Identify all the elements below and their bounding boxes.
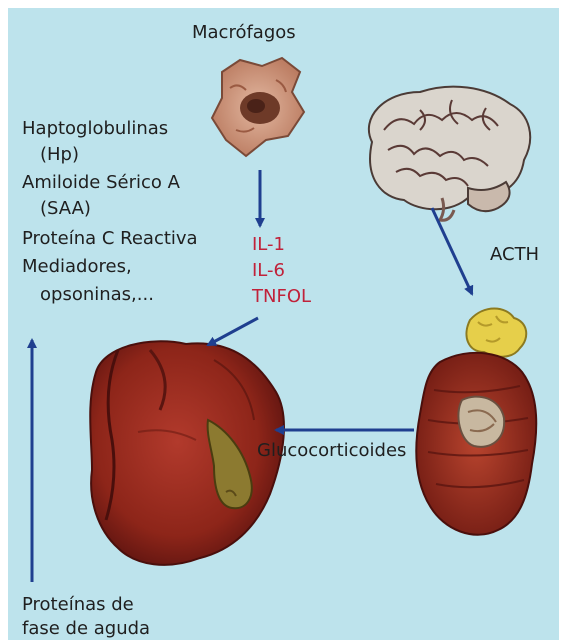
brain-illustration — [369, 87, 530, 221]
acth-label: ACTH — [490, 244, 539, 266]
acute-phase-label: fase de aguda — [22, 618, 150, 640]
macrophage-illustration — [212, 58, 304, 156]
il6-label: IL-6 — [252, 260, 285, 282]
c-reactive-protein-label: Proteína C Reactiva — [22, 228, 198, 250]
haptoglobin-abbrev-label: (Hp) — [40, 144, 79, 166]
haptoglobin-label: Haptoglobulinas — [22, 118, 168, 140]
glucocorticoids-label: Glucocorticoides — [257, 440, 406, 462]
serum-amyloid-label: Amiloide Sérico A — [22, 172, 180, 194]
acute-phase-proteins-label: Proteínas de — [22, 594, 134, 616]
tnf-label: TNFOL — [252, 286, 311, 308]
il1-label: IL-1 — [252, 234, 285, 256]
kidney-adrenal-illustration — [416, 309, 536, 535]
macrophages-label: Macrófagos — [192, 22, 296, 44]
mediators-label: Mediadores, — [22, 256, 132, 278]
serum-amyloid-abbrev-label: (SAA) — [40, 198, 91, 220]
opsonins-label: opsoninas,... — [40, 284, 154, 306]
arrow-cytokines-to-liver — [208, 318, 258, 345]
arrow-brain-to-adrenal — [432, 208, 472, 294]
liver-illustration — [90, 341, 284, 565]
